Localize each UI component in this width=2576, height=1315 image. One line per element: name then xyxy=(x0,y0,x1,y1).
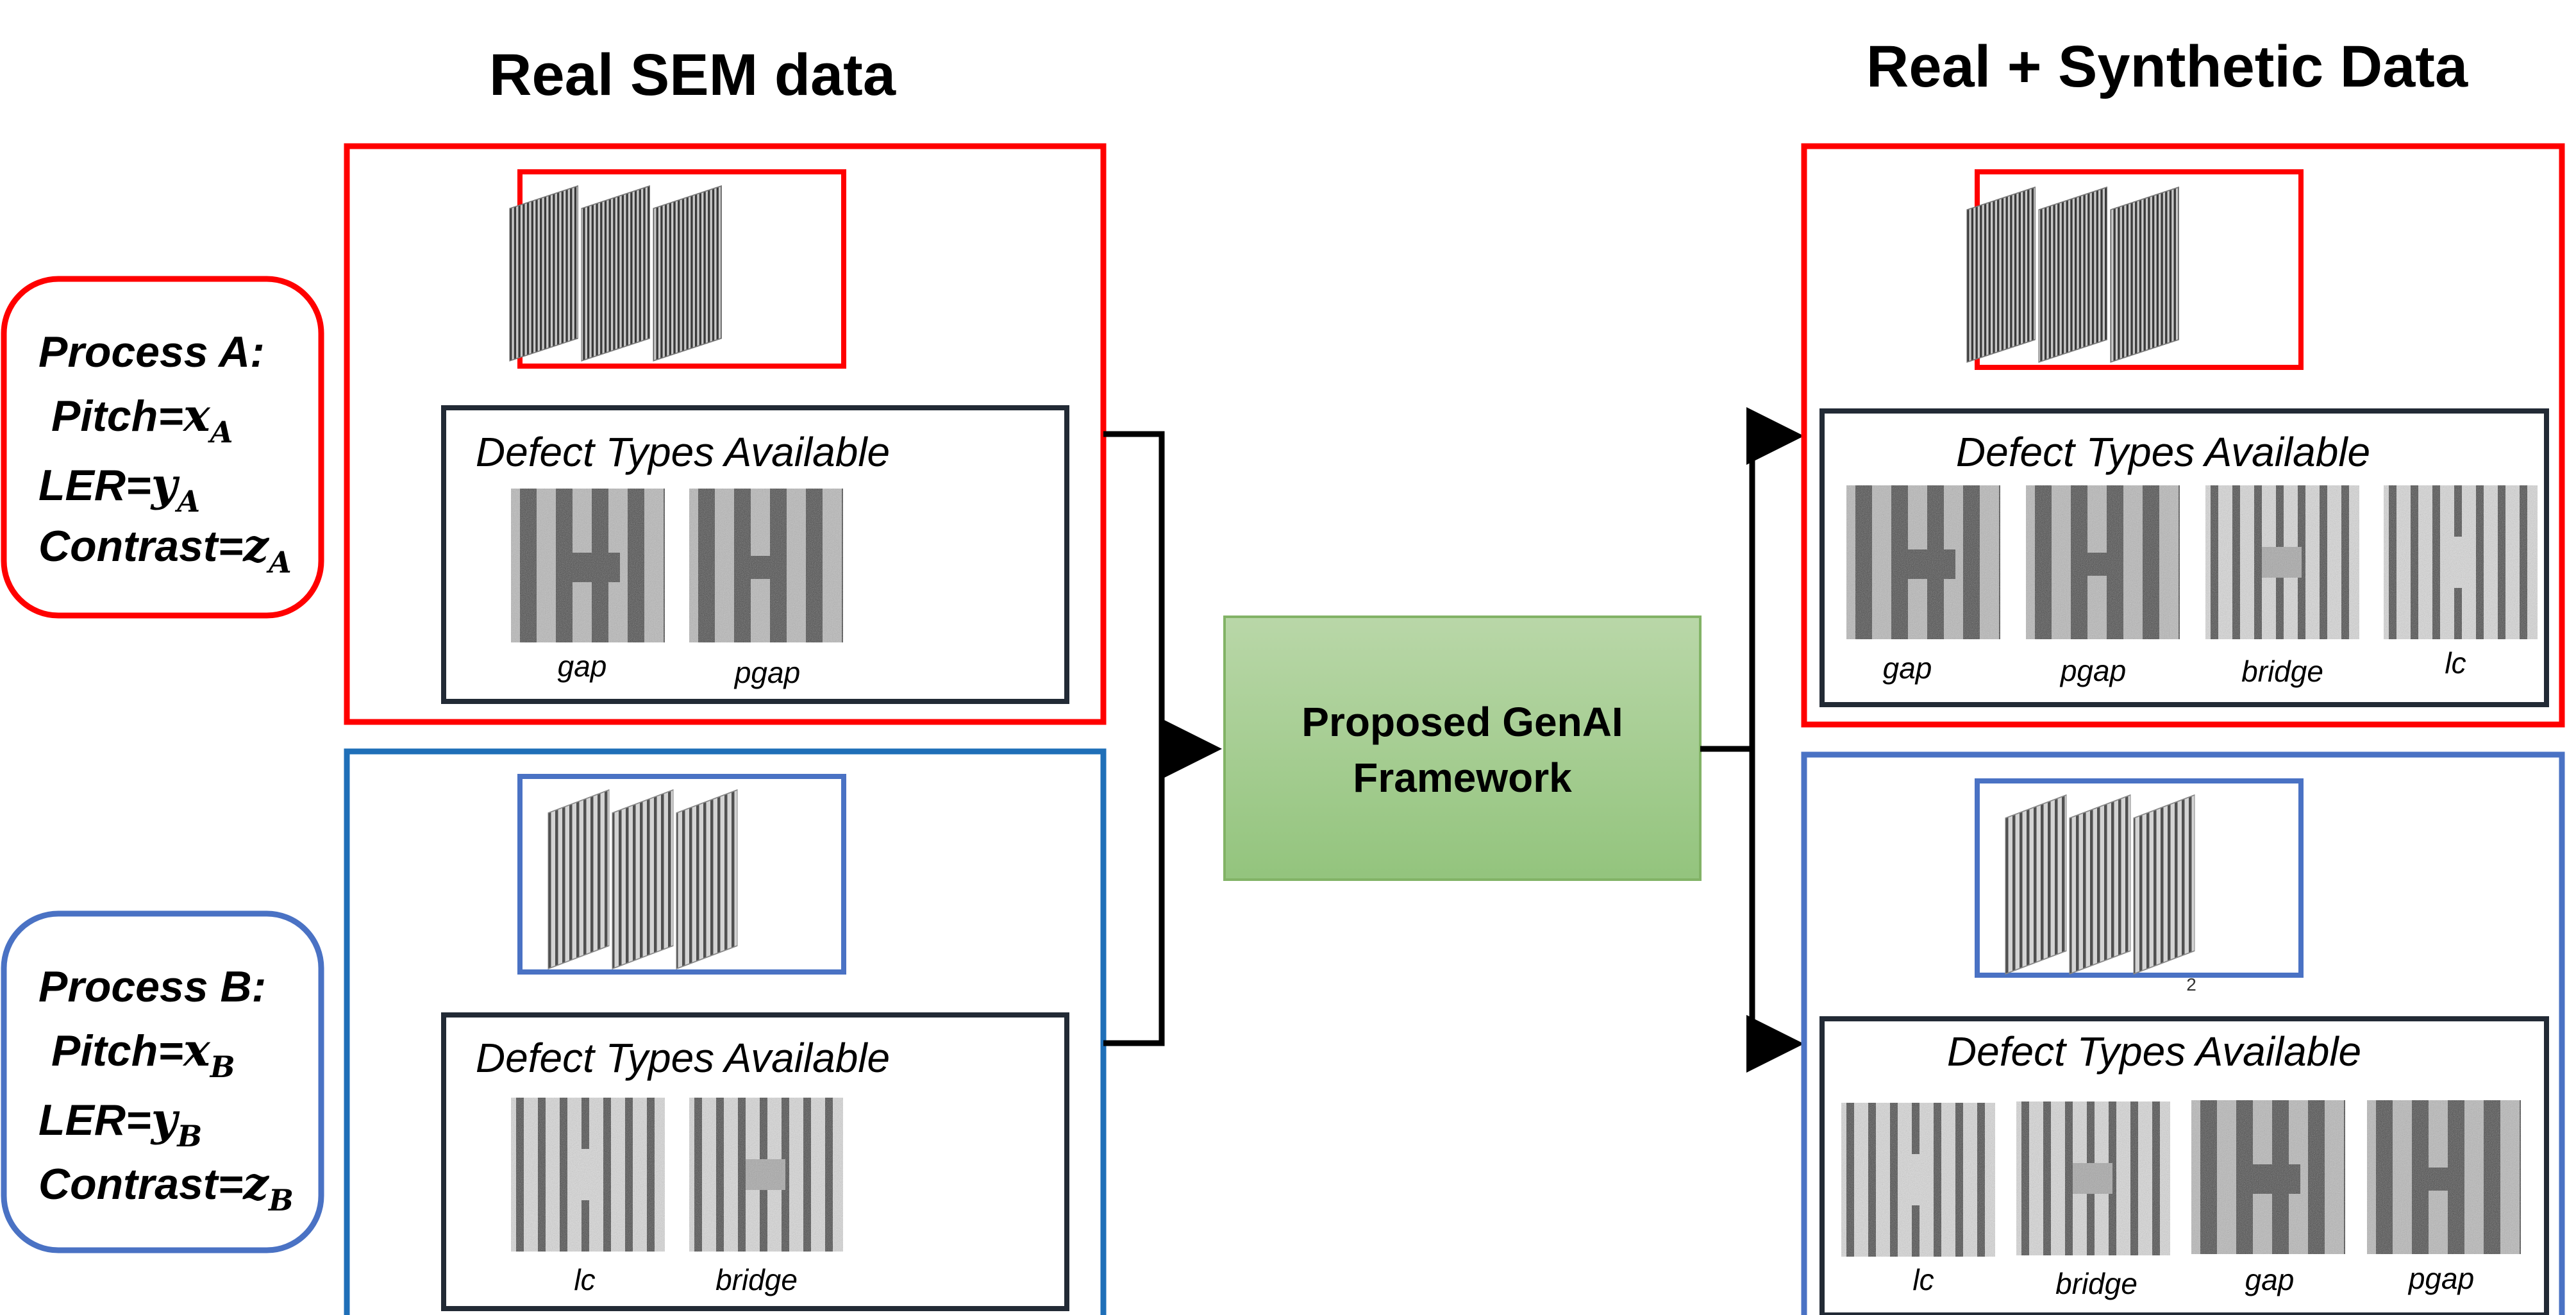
process-a-title: Process A: xyxy=(38,328,265,376)
page-number: 2 xyxy=(2186,975,2196,994)
synthetic-b-label-3: pgap xyxy=(2407,1262,2474,1295)
svg-text:LER=yB: LER=yB xyxy=(38,1093,202,1153)
synthetic-panel-a: Defect Types Available gap pgap bridge l… xyxy=(1801,143,2565,728)
process-b-box: Process B: Pitch=xB LER=yB Contrast=zB xyxy=(1,910,324,1253)
process-b-ler: LER= xyxy=(38,1096,151,1144)
real-b-thumb-lc xyxy=(511,1098,665,1252)
heading-real-synthetic: Real + Synthetic Data xyxy=(1866,34,2468,99)
synthetic-b-thumb-gap xyxy=(2191,1100,2345,1254)
synthetic-a-label-2: bridge xyxy=(2241,655,2323,688)
real-panel-a: Defect Types Available gap pgap xyxy=(344,143,1107,725)
synthetic-a-thumb-pgap xyxy=(2026,485,2180,639)
heading-real-sem: Real SEM data xyxy=(489,42,896,108)
real-a-thumb-gap xyxy=(511,489,665,642)
synthetic-wafer-stack-b xyxy=(2005,794,2195,975)
synthetic-b-label-1: bridge xyxy=(2055,1267,2137,1300)
synthetic-b-label-2: gap xyxy=(2245,1263,2295,1296)
wafer-stack-a xyxy=(509,185,723,362)
synthetic-a-label-3: lc xyxy=(2445,646,2466,680)
process-a-box: Process A: Pitch=xA LER=yA Contrast=zA xyxy=(1,276,324,619)
svg-text:Contrast=zB: Contrast=zB xyxy=(38,1157,294,1218)
process-b-pitch: Pitch= xyxy=(51,1026,183,1075)
real-b-label-0: lc xyxy=(574,1263,595,1296)
process-b-contrast: Contrast= xyxy=(38,1160,243,1209)
process-a-pitch: Pitch= xyxy=(51,392,183,440)
wafer-stack-b xyxy=(548,789,738,969)
synthetic-b-thumb-lc xyxy=(1841,1103,1995,1257)
real-panel-b: Defect Types Available lc bridge xyxy=(344,748,1107,1315)
real-a-label-0: gap xyxy=(558,649,607,683)
synthetic-a-thumb-lc xyxy=(2384,485,2538,639)
synthetic-a-thumb-bridge xyxy=(2205,485,2359,639)
real-b-defect-title: Defect Types Available xyxy=(476,1035,890,1081)
synthetic-a-thumb-gap xyxy=(1846,485,2000,639)
synthetic-wafer-stack-a xyxy=(1966,187,2180,363)
synthetic-a-label-0: gap xyxy=(1883,651,1932,685)
framework-line2: Framework xyxy=(1353,755,1572,801)
process-b-title: Process B: xyxy=(38,962,266,1011)
genai-framework-box: Proposed GenAI Framework xyxy=(1223,616,1702,881)
synthetic-panel-b: 2 Defect Types Available lc bridge gap p… xyxy=(1801,751,2565,1315)
real-a-thumb-pgap xyxy=(689,489,843,642)
synthetic-a-label-1: pgap xyxy=(2059,654,2126,687)
framework-line1: Proposed GenAI xyxy=(1301,699,1623,745)
svg-text:Pitch=xB: Pitch=xB xyxy=(51,1023,235,1084)
synthetic-a-defect-title: Defect Types Available xyxy=(1956,429,2370,475)
real-b-label-1: bridge xyxy=(715,1263,798,1296)
process-a-ler: LER= xyxy=(38,461,151,510)
real-a-defect-title: Defect Types Available xyxy=(476,429,890,475)
svg-text:Contrast=zA: Contrast=zA xyxy=(38,519,292,580)
input-connectors xyxy=(1103,431,1222,1046)
real-b-thumb-bridge xyxy=(689,1098,843,1252)
synthetic-b-thumb-bridge xyxy=(2016,1101,2170,1255)
output-connectors xyxy=(1700,407,1804,1073)
svg-text:Pitch=xA: Pitch=xA xyxy=(51,389,233,449)
process-a-contrast: Contrast= xyxy=(38,522,243,571)
synthetic-b-defect-title: Defect Types Available xyxy=(1947,1028,2361,1075)
synthetic-b-label-0: lc xyxy=(1912,1263,1934,1296)
synthetic-b-thumb-pgap xyxy=(2367,1100,2521,1254)
real-a-label-1: pgap xyxy=(733,656,800,689)
svg-text:LER=yA: LER=yA xyxy=(38,458,200,519)
